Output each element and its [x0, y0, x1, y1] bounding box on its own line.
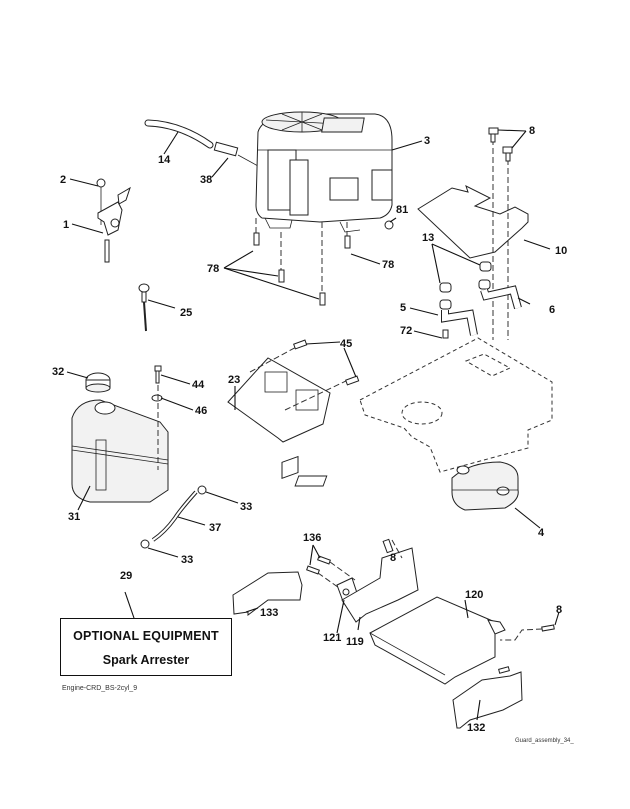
callout-121: 121 — [323, 632, 341, 644]
muffler-part — [294, 461, 519, 511]
callout-120: 120 — [465, 589, 483, 601]
callout-46: 46 — [195, 405, 207, 417]
guard-tray-120-part — [369, 596, 506, 685]
guard-assembly-caption: Guard_assembly_34_ — [515, 738, 574, 744]
throttle-bracket-part — [96, 178, 131, 263]
callout-1: 1 — [63, 219, 69, 231]
fuel-cap-part — [85, 372, 111, 393]
callout-29: 29 — [120, 570, 132, 582]
callout-13: 13 — [422, 232, 434, 244]
optional-equipment-box: OPTIONAL EQUIPMENT Spark Arrester — [60, 618, 232, 676]
optional-equipment-title: OPTIONAL EQUIPMENT — [73, 629, 219, 643]
callout-5: 5 — [400, 302, 406, 314]
leader-lines-fuel — [163, 131, 229, 178]
dipstick-part — [138, 283, 150, 332]
leader-lines-bracket — [69, 178, 104, 234]
callout-6: 6 — [549, 304, 555, 316]
fuel-tank-part — [71, 399, 169, 503]
callout-37: 37 — [209, 522, 221, 534]
callout-8-guard-top: 8 — [390, 552, 396, 564]
callout-33-top: 33 — [240, 501, 252, 513]
leader-lines-guard — [124, 544, 560, 721]
callout-4: 4 — [538, 527, 545, 539]
leader-lines-dipstick — [147, 299, 176, 309]
callout-132: 132 — [467, 722, 485, 734]
callout-14: 14 — [158, 154, 171, 166]
callout-136: 136 — [303, 532, 321, 544]
guard-bolt-8-part — [500, 624, 555, 641]
frame-outline — [359, 337, 553, 473]
callout-44: 44 — [192, 379, 205, 391]
callout-45: 45 — [340, 338, 352, 350]
callout-32: 32 — [52, 366, 64, 378]
callout-38: 38 — [200, 174, 212, 186]
guard-bolts-136 — [306, 555, 356, 591]
callout-78-right: 78 — [382, 259, 394, 271]
leader-lines-hose — [147, 491, 239, 558]
leader-lines-exhaust — [409, 243, 531, 339]
callout-31: 31 — [68, 511, 80, 523]
spark-arrester-label: Spark Arrester — [102, 653, 190, 667]
callout-23: 23 — [228, 374, 240, 386]
callout-119: 119 — [346, 636, 364, 648]
callout-78-left: 78 — [207, 263, 219, 275]
callout-10: 10 — [555, 245, 567, 257]
callout-72: 72 — [400, 325, 412, 337]
leader-lines-engine — [223, 140, 423, 300]
engine-part — [255, 111, 393, 233]
leader-lines-plate — [234, 341, 357, 410]
exhaust-pipes-part — [439, 261, 522, 339]
fuel-line-part — [144, 119, 259, 167]
guard-132-part — [452, 666, 523, 729]
callout-25: 25 — [180, 307, 192, 319]
callout-8-top: 8 — [529, 125, 535, 137]
mounting-bolts — [253, 218, 394, 306]
callout-2: 2 — [60, 174, 66, 186]
heat-shield-part — [417, 127, 529, 340]
callout-labels: 1 2 3 4 5 6 8 8 8 10 13 14 23 25 29 31 3… — [52, 125, 567, 734]
callout-133: 133 — [260, 607, 278, 619]
mounting-plate-part — [227, 339, 360, 443]
callout-3: 3 — [424, 135, 430, 147]
leader-lines-muffler — [514, 507, 541, 529]
leader-lines-tank — [66, 371, 194, 511]
callout-8-guard-right: 8 — [556, 604, 562, 616]
leader-lines-shield — [497, 129, 551, 250]
callout-33-bottom: 33 — [181, 554, 193, 566]
fuel-hose-part — [140, 485, 207, 549]
guard-133-part — [232, 455, 303, 616]
callout-81: 81 — [396, 204, 408, 216]
engine-diagram-caption: Engine-CRD_BS-2cyl_9 — [62, 685, 138, 692]
